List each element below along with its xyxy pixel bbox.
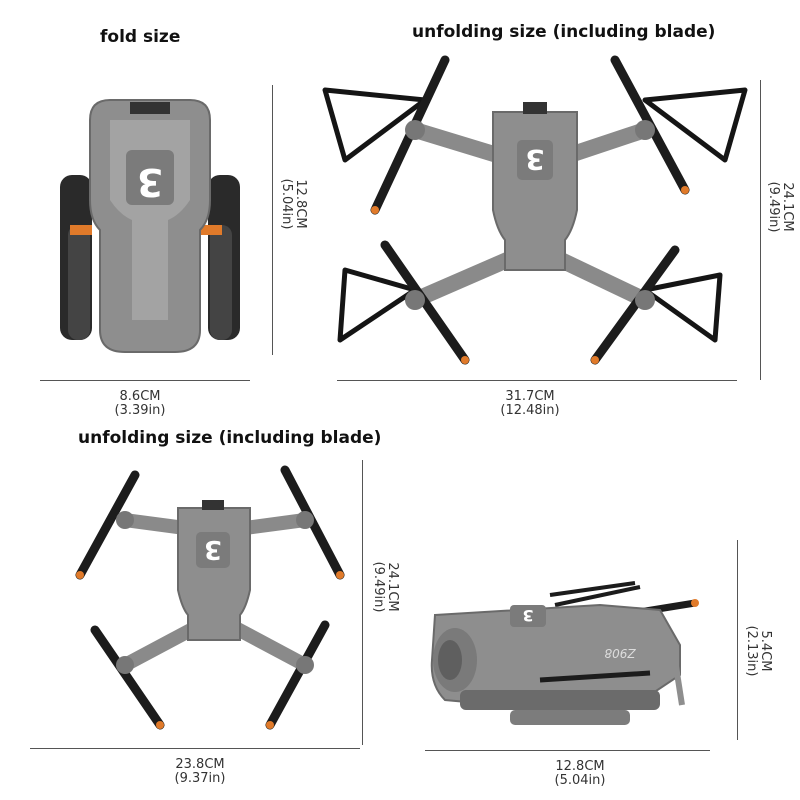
side-model-text: Z908 bbox=[604, 646, 636, 660]
unfold-bottom-length-line bbox=[362, 460, 363, 745]
fold-width-line bbox=[40, 380, 250, 381]
unfold-bottom-width-line bbox=[30, 748, 360, 749]
fold-badge-number: 3 bbox=[137, 160, 163, 204]
side-height-label: 5.4CM(2.13in) bbox=[744, 625, 773, 677]
fold-width-label: 8.6CM(3.39in) bbox=[114, 389, 166, 418]
side-length-line bbox=[425, 750, 710, 751]
unfold-top-length-label: 24.1CM(9.49in) bbox=[766, 181, 795, 233]
fold-length-line bbox=[272, 85, 273, 355]
folded-drone-image: 3 bbox=[60, 99, 240, 353]
side-badge-number: 3 bbox=[522, 606, 533, 625]
unfolded-drone-guards-image: 3 bbox=[322, 55, 748, 365]
unfold-bottom-length-label: 24.1CM(9.49in) bbox=[371, 561, 400, 613]
unfold-top-width-label: 31.7CM(12.48in) bbox=[500, 389, 560, 418]
unfold-top-length-line bbox=[760, 80, 761, 380]
unfold-size-title-top: unfolding size (including blade) bbox=[412, 22, 716, 42]
bottom-badge-number: 3 bbox=[204, 534, 222, 564]
side-view-drone-image: 3 Z908 bbox=[430, 581, 699, 725]
fold-length-label: 12.8CM(5.04in) bbox=[279, 178, 308, 230]
side-length-label: 12.8CM(5.04in) bbox=[554, 759, 606, 788]
unfold-bottom-width-label: 23.8CM(9.37in) bbox=[174, 757, 226, 786]
top-badge-number: 3 bbox=[525, 143, 544, 176]
side-height-line bbox=[737, 540, 738, 740]
unfold-top-width-line bbox=[337, 380, 737, 381]
fold-size-title: fold size bbox=[100, 27, 181, 47]
unfolded-drone-image: 3 bbox=[75, 465, 345, 730]
unfold-size-title-bottom: unfolding size (including blade) bbox=[78, 428, 382, 448]
